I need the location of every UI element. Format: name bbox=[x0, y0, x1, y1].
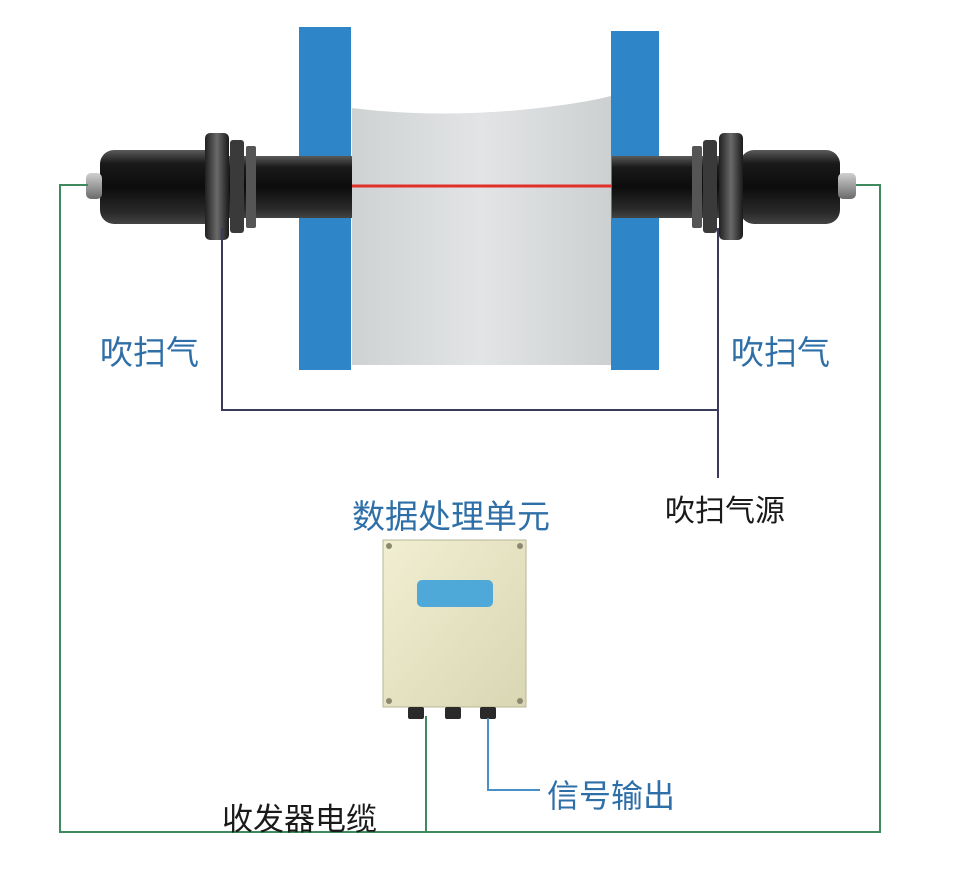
processing-unit-label: 数据处理单元 bbox=[352, 497, 550, 536]
right-transceiver bbox=[612, 133, 856, 240]
signal-output-line bbox=[487, 718, 540, 791]
display-window bbox=[417, 580, 493, 607]
purge-gas-label-left: 吹扫气 bbox=[100, 333, 199, 372]
left-transceiver bbox=[86, 133, 352, 240]
transceiver-cable-line bbox=[59, 184, 881, 833]
duct bbox=[352, 96, 611, 365]
purge-gas-source-label: 吹扫气源 bbox=[665, 494, 785, 529]
processing-unit-enclosure bbox=[382, 539, 527, 719]
purge-gas-label-right: 吹扫气 bbox=[731, 333, 830, 372]
purge-gas-line bbox=[221, 228, 718, 411]
transceiver-cable-label: 收发器电缆 bbox=[222, 802, 377, 838]
signal-output-label: 信号输出 bbox=[547, 777, 676, 815]
